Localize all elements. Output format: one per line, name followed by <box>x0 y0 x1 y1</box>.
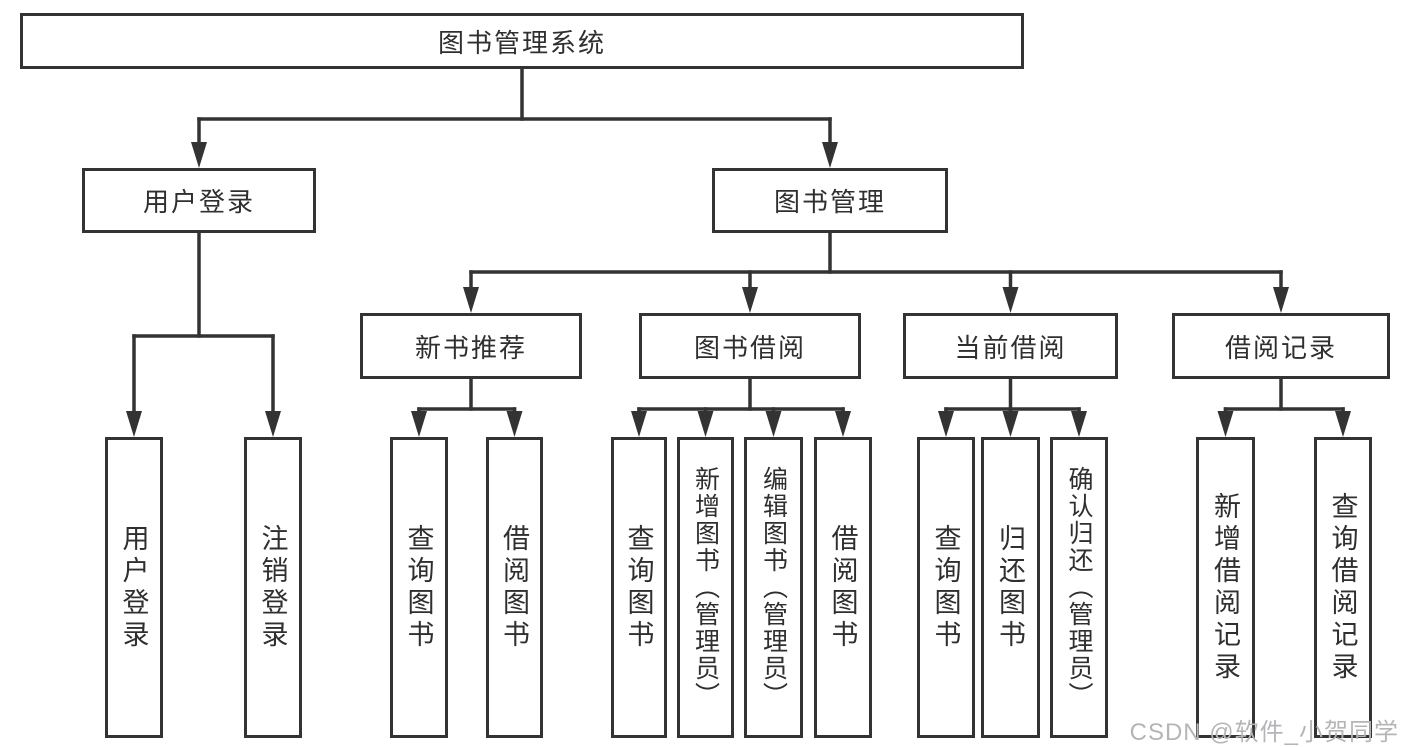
node-v-add-book: 新增图书（管理员） <box>677 437 734 738</box>
node-v-confirm-return: 确认归还（管理员） <box>1050 437 1108 738</box>
node-label-v-return-book: 归还图书 <box>995 523 1025 652</box>
node-label-book-mgmt: 图书管理 <box>773 187 886 217</box>
node-label-current-borrow: 当前借阅 <box>954 332 1067 363</box>
node-root: 图书管理系统 <box>20 13 1024 69</box>
node-v-borrow-book-2: 借阅图书 <box>814 437 872 738</box>
node-label-v-query-borrow-record: 查询借阅记录 <box>1327 491 1358 684</box>
node-label-v-user-login: 用户登录 <box>118 523 149 652</box>
node-label-v-borrow-book-1: 借阅图书 <box>499 523 529 652</box>
node-user-login: 用户登录 <box>82 168 316 233</box>
node-current-borrow: 当前借阅 <box>903 313 1118 379</box>
node-borrow-records: 借阅记录 <box>1172 313 1390 379</box>
node-label-v-add-book: 新增图书（管理员） <box>691 466 720 709</box>
node-v-query-book-2: 查询图书 <box>611 437 667 738</box>
node-v-query-book-1: 查询图书 <box>390 437 448 738</box>
node-v-add-borrow-record: 新增借阅记录 <box>1196 437 1255 738</box>
watermark-text: CSDN @软件_小贺同学 <box>1129 719 1399 746</box>
node-new-book-rec: 新书推荐 <box>360 313 582 379</box>
node-v-borrow-book-1: 借阅图书 <box>486 437 543 738</box>
node-label-v-confirm-return: 确认归还（管理员） <box>1065 466 1093 709</box>
node-v-edit-book: 编辑图书（管理员） <box>744 437 803 738</box>
node-book-mgmt: 图书管理 <box>712 168 948 233</box>
node-label-new-book-rec: 新书推荐 <box>414 332 527 363</box>
node-v-query-borrow-record: 查询借阅记录 <box>1314 437 1372 738</box>
node-label-user-login: 用户登录 <box>142 187 255 217</box>
node-label-v-query-book-1: 查询图书 <box>403 523 434 652</box>
node-label-root: 图书管理系统 <box>437 27 606 58</box>
node-label-v-query-book-2: 查询图书 <box>623 523 654 652</box>
node-v-return-book: 归还图书 <box>981 437 1040 738</box>
node-label-v-add-borrow-record: 新增借阅记录 <box>1210 491 1240 684</box>
node-book-borrow: 图书借阅 <box>639 313 861 379</box>
node-label-borrow-records: 借阅记录 <box>1224 332 1337 363</box>
node-label-v-logout: 注销登录 <box>257 523 288 652</box>
node-v-query-book-3: 查询图书 <box>917 437 975 738</box>
node-label-v-edit-book: 编辑图书（管理员） <box>759 466 788 709</box>
node-label-v-borrow-book-2: 借阅图书 <box>827 523 858 652</box>
node-label-book-borrow: 图书借阅 <box>693 332 806 363</box>
node-v-user-login: 用户登录 <box>105 437 163 738</box>
node-v-logout: 注销登录 <box>244 437 302 738</box>
node-label-v-query-book-3: 查询图书 <box>930 523 961 652</box>
